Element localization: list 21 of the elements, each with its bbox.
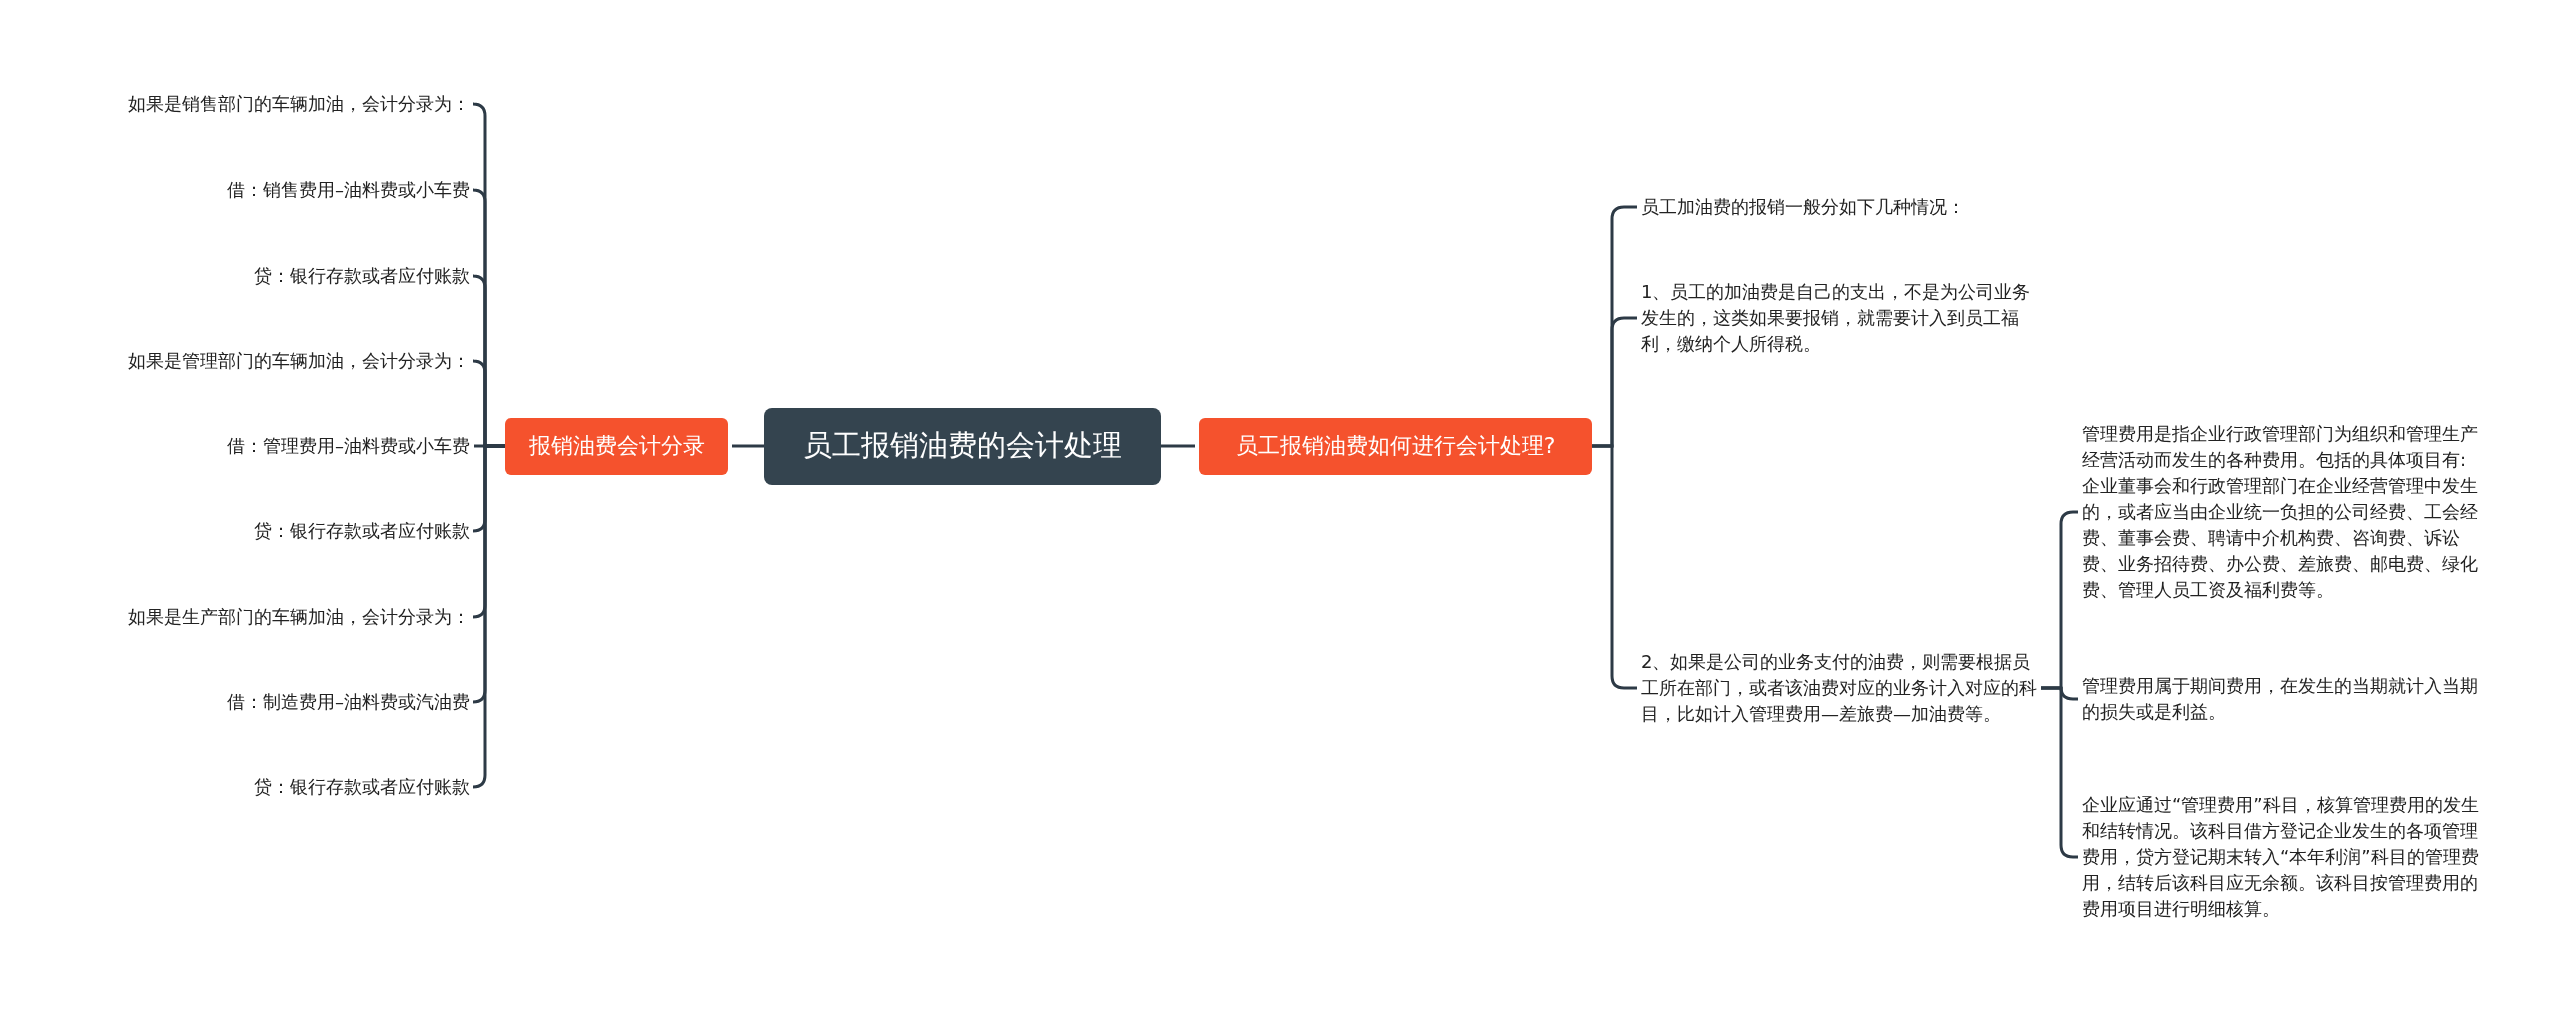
note-text: 员工加油费的报销一般分如下几种情况：: [1641, 194, 2041, 220]
note-text: 如果是生产部门的车辆加油，会计分录为：: [128, 604, 470, 630]
branch-topic-box: 报销油费会计分录: [505, 417, 728, 475]
note-text: 管理费用是指企业行政管理部门为组织和管理生产经营活动而发生的各种费用。包括的具体项目有:企业董事会和行政管理部门在企业经营管理中发生的，或者应当由企业统一负担的公司经费、工会经费、董事会费、聘请中介机构费、咨询费、诉讼费、业务招待费、办公费、差旅费、邮电费、绿化费、管理人员工资及福利费等。: [2082, 421, 2482, 603]
note-text: 1、员工的加油费是自己的支出，不是为公司业务发生的，这类如果要报销，就需要计入到员工福利，缴纳个人所得税。: [1641, 279, 2041, 357]
note-text: 贷：银行存款或者应付账款: [254, 263, 470, 289]
note-text: 如果是销售部门的车辆加油，会计分录为：: [128, 91, 470, 117]
note-text: 如果是管理部门的车辆加油，会计分录为：: [128, 348, 470, 374]
note-text: 借：制造费用–油料费或汽油费: [227, 689, 470, 715]
connector-line: [1161, 444, 1195, 448]
note-text: 借：销售费用–油料费或小车费: [227, 177, 470, 203]
connector-line: [732, 444, 764, 448]
note-text: 管理费用属于期间费用，在发生的当期就计入当期的损失或是利益。: [2082, 673, 2482, 725]
connector-line: [471, 444, 505, 789]
note-text: 借：管理费用–油料费或小车费: [227, 433, 470, 459]
note-text: 贷：银行存款或者应付账款: [254, 518, 470, 544]
note-text: 2、如果是公司的业务支付的油费，则需要根据员工所在部门，或者该油费对应的业务计入对应的科目，比如计入管理费用—差旅费—加油费等。: [1641, 649, 2041, 727]
note-text: 贷：银行存款或者应付账款: [254, 774, 470, 800]
branch-topic-box: 员工报销油费如何进行会计处理?: [1199, 417, 1592, 475]
note-text: 企业应通过“管理费用”科目，核算管理费用的发生和结转情况。该科目借方登记企业发生的各项管理费用，贷方登记期末转入“本年利润”科目的管理费用，结转后该科目应无余额。该科目按管理费用的费用项目进行明细核算。: [2082, 792, 2482, 922]
central-topic-box: 员工报销油费的会计处理: [764, 407, 1161, 485]
